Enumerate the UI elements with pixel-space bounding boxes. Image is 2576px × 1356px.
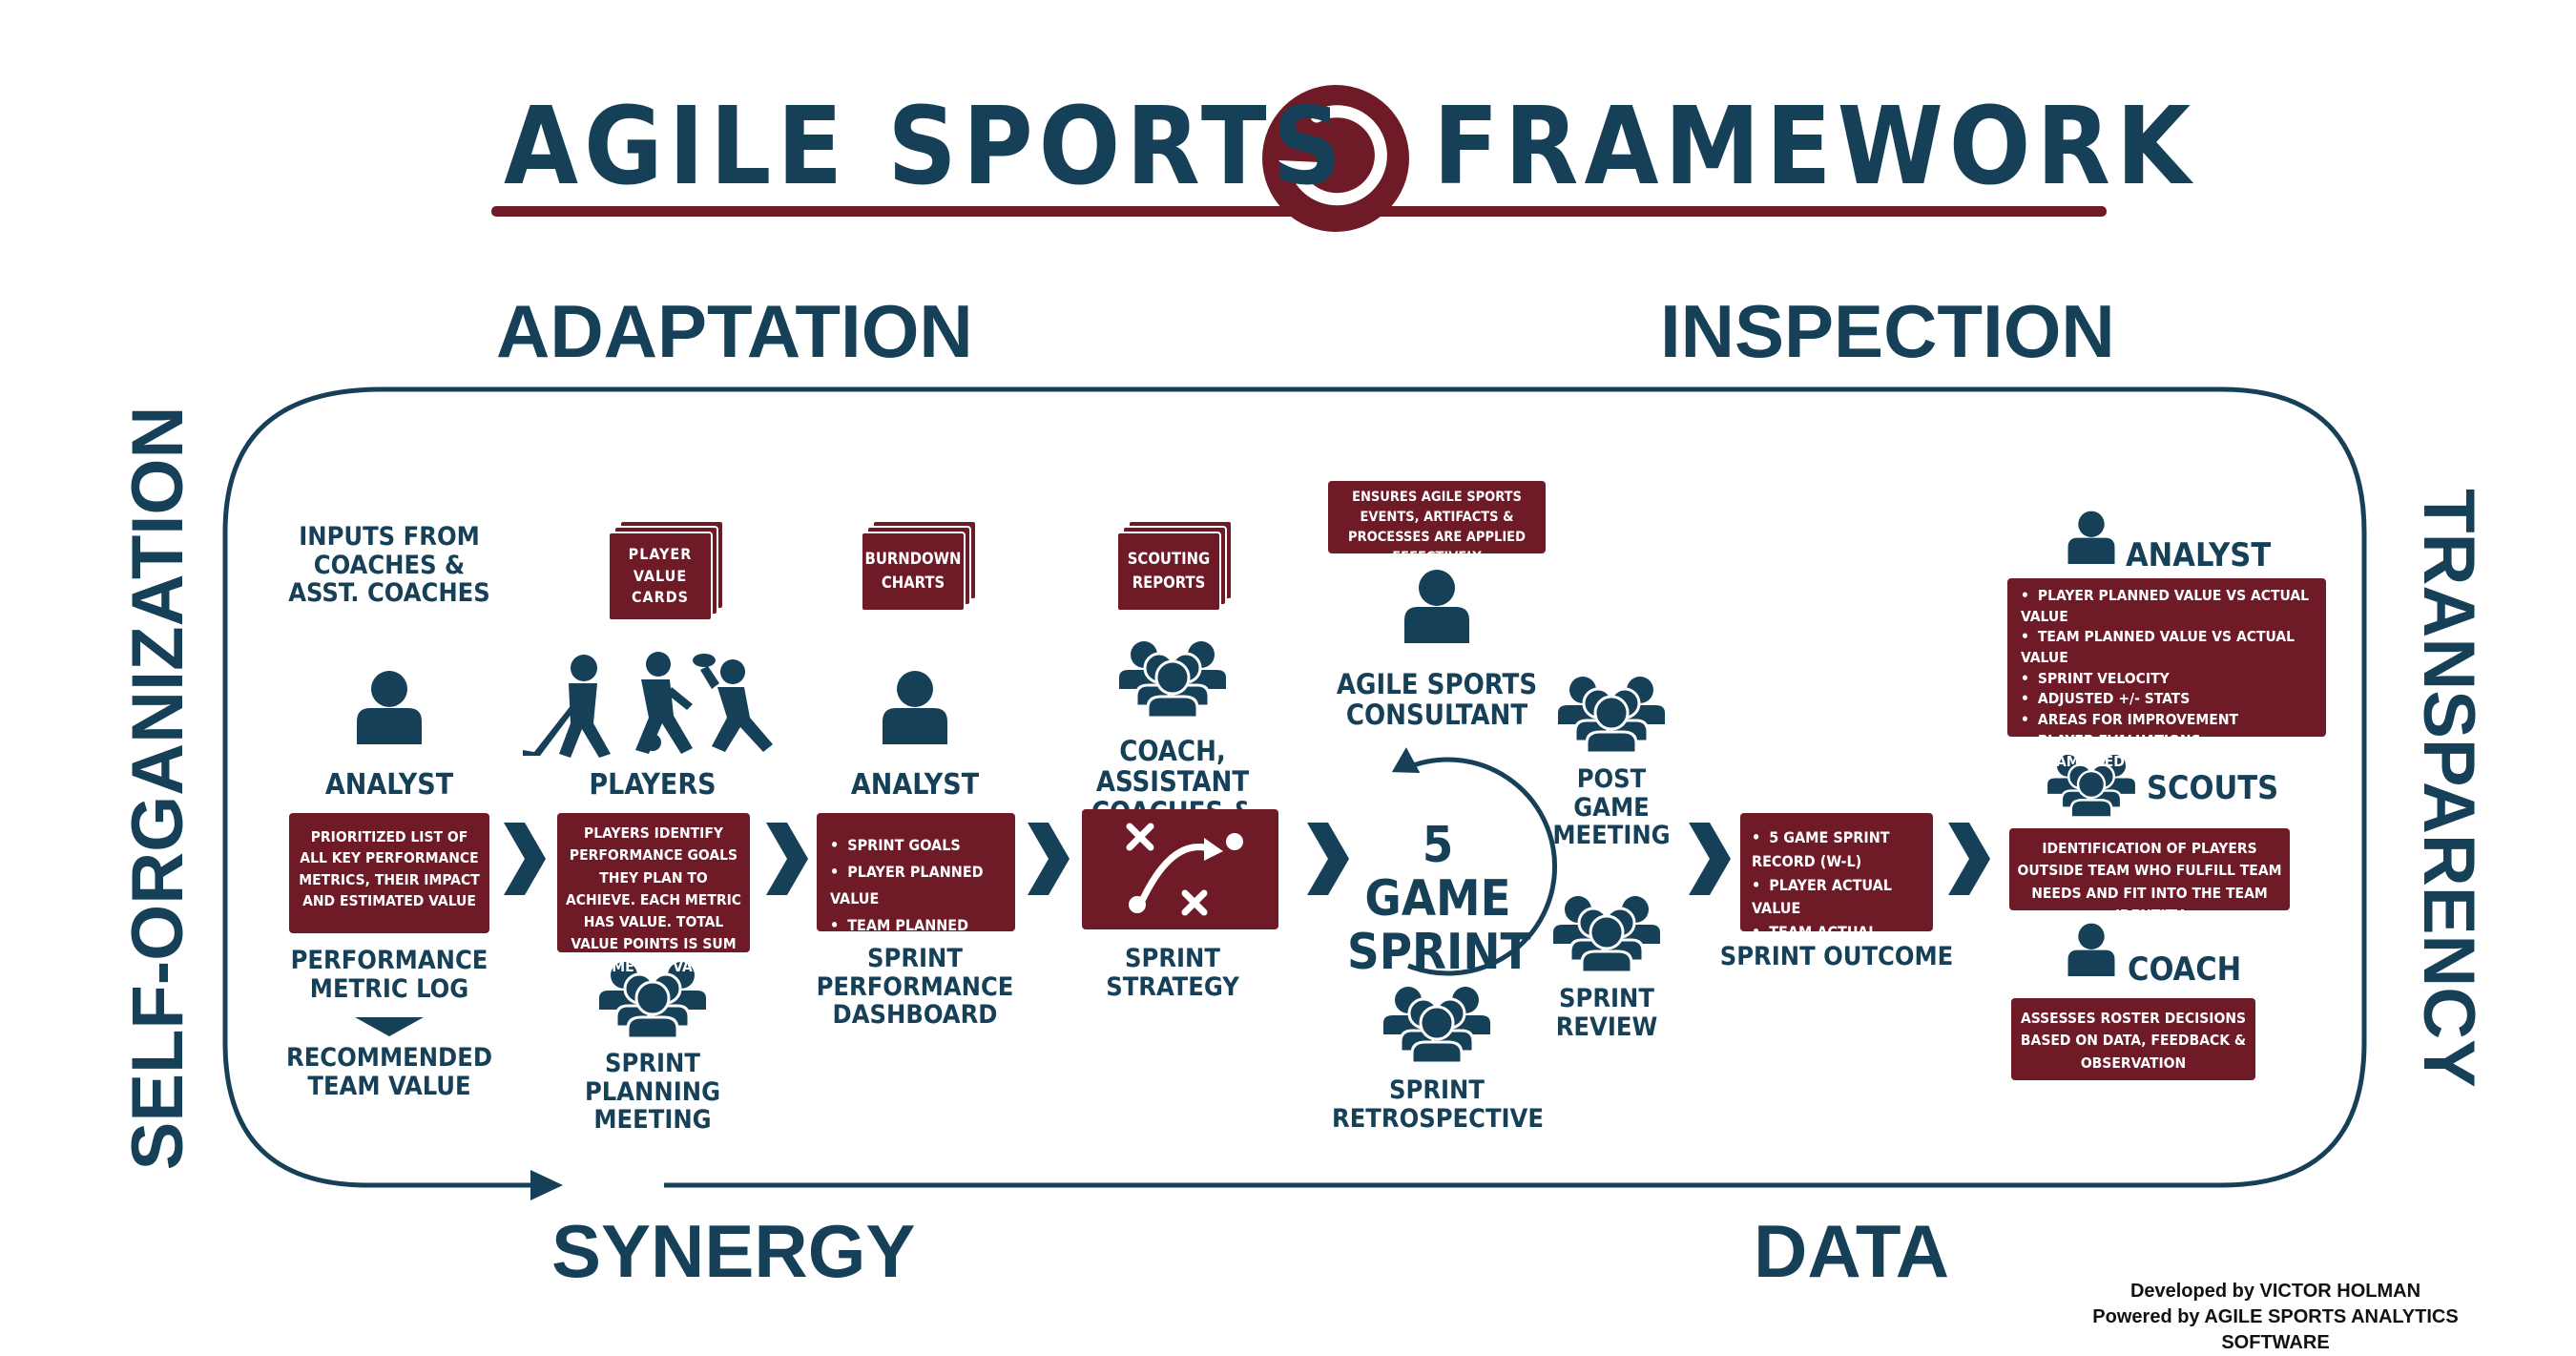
label-self-organization: SELF-ORGANIZATION bbox=[117, 406, 198, 1171]
review-group-icon bbox=[1551, 894, 1662, 974]
analyst-heading: ANALYST bbox=[2126, 536, 2272, 574]
analyst-item: PLAYER PLANNED VALUE VS ACTUAL VALUE bbox=[2021, 586, 2313, 627]
performance-metric-box: PRIORITIZED LIST OF ALL KEY PERFORMANCE … bbox=[289, 813, 489, 933]
scouting-reports-card: SCOUTING REPORTS bbox=[1127, 550, 1211, 592]
outcome-item: PLAYER ACTUAL VALUE bbox=[1752, 874, 1922, 922]
analyst-icon bbox=[883, 671, 947, 744]
label-inspection: INSPECTION bbox=[1660, 289, 2115, 373]
funnel-icon bbox=[355, 1017, 424, 1036]
players-role-label: PLAYERS bbox=[589, 768, 717, 802]
coach-box: ASSESSES ROSTER DECISIONS BASED ON DATA,… bbox=[2011, 998, 2255, 1080]
sprint-strategy-box bbox=[1082, 809, 1278, 929]
chevron-right-icon bbox=[1307, 823, 1349, 895]
label-data: DATA bbox=[1754, 1209, 1950, 1293]
consultant-note-box: ENSURES AGILE SPORTS EVENTS, ARTIFACTS &… bbox=[1328, 481, 1546, 565]
title-left: AGILE SPORTS bbox=[504, 85, 1348, 209]
analyst-item: PLAYER EVALUATIONS bbox=[2021, 731, 2313, 752]
player-goals-box: PLAYERS IDENTIFY PERFORMANCE GOALS THEY … bbox=[557, 813, 750, 975]
sprint-performance-dashboard-label: SPRINT PERFORMANCE DASHBOARD bbox=[816, 944, 1014, 1031]
sprint-outcome-box: 5 GAME SPRINT RECORD (W-L) PLAYER ACTUAL… bbox=[1740, 813, 1933, 965]
sprint-retrospective-label: SPRINT RETROSPECTIVE bbox=[1332, 1075, 1544, 1134]
performance-metric-log-label: PERFORMANCE METRIC LOG bbox=[290, 946, 488, 1004]
credit-powered-by: Powered by AGILE SPORTS ANALYTICS SOFTWA… bbox=[2092, 1306, 2459, 1353]
label-synergy: SYNERGY bbox=[551, 1209, 916, 1293]
agile-sports-consultant-label: AGILE SPORTS CONSULTANT bbox=[1336, 668, 1538, 731]
sprint-outcome-label: SPRINT OUTCOME bbox=[1719, 942, 1954, 971]
scouts-box: IDENTIFICATION OF PLAYERS OUTSIDE TEAM W… bbox=[2009, 828, 2290, 924]
analyst-icon bbox=[2067, 511, 2115, 565]
consultant-icon bbox=[1404, 570, 1469, 643]
chevron-right-icon bbox=[1689, 823, 1731, 895]
retro-group-icon bbox=[1381, 985, 1492, 1065]
play-diagram-icon bbox=[1126, 823, 1243, 916]
chevron-right-icon bbox=[1948, 823, 1990, 895]
recommended-team-value-label: RECOMMENDED TEAM VALUE bbox=[286, 1043, 492, 1101]
dashboard-item: SPRINT GOALS bbox=[830, 832, 1002, 859]
scouts-heading: SCOUTS bbox=[2147, 769, 2279, 807]
chevron-right-icon bbox=[504, 823, 546, 895]
coach-icon bbox=[2067, 923, 2115, 977]
analyst-box: PLAYER PLANNED VALUE VS ACTUAL VALUE TEA… bbox=[2007, 578, 2326, 770]
burndown-charts-card: BURNDOWN CHARTS bbox=[864, 550, 962, 592]
label-adaptation: ADAPTATION bbox=[496, 289, 973, 373]
credits: Developed by VICTOR HOLMAN Powered by AG… bbox=[2051, 1279, 2500, 1356]
coaches-group-icon bbox=[1117, 639, 1228, 720]
five-game-sprint-label: 5 GAME SPRINT bbox=[1347, 817, 1531, 982]
analyst-item: SPRINT VELOCITY bbox=[2021, 669, 2313, 690]
dashboard-item: TEAM PLANNED VALUE bbox=[830, 912, 1002, 966]
loop-outline bbox=[222, 386, 2367, 1188]
card-stack bbox=[608, 520, 1233, 621]
inputs-label: INPUTS FROM COACHES & ASST. COACHES bbox=[288, 522, 490, 609]
analyst-icon bbox=[357, 671, 422, 744]
analyst-item: TEAM PLANNED VALUE VS ACTUAL VALUE bbox=[2021, 627, 2313, 668]
sprint-strategy-label: SPRINT STRATEGY bbox=[1106, 944, 1239, 1002]
players-icon bbox=[523, 652, 773, 758]
outcome-item: 5 GAME SPRINT RECORD (W-L) bbox=[1752, 826, 1922, 874]
analyst-item: AREAS FOR IMPROVEMENT bbox=[2021, 710, 2313, 731]
analyst-role-label-2: ANALYST bbox=[850, 768, 980, 802]
postgame-group-icon bbox=[1556, 675, 1667, 755]
title-right: FRAMEWORK bbox=[1433, 85, 2197, 209]
logo-refresh-icon bbox=[1262, 85, 1409, 232]
chevron-right-icon bbox=[766, 823, 808, 895]
loop-arrowhead bbox=[530, 1170, 563, 1200]
analyst-item: TEAM NEEDS bbox=[2021, 752, 2313, 773]
credit-developed-by: Developed by VICTOR HOLMAN bbox=[2129, 1281, 2421, 1302]
sprint-cycle-arrow bbox=[1391, 747, 1558, 976]
post-game-meeting-label: POST GAME MEETING bbox=[1552, 764, 1671, 851]
label-transparency: TRANSPARENCY bbox=[2408, 489, 2489, 1088]
coach-heading: COACH bbox=[2128, 950, 2242, 989]
outcome-item: TEAM ACTUAL VALUE bbox=[1752, 921, 1922, 969]
sprint-planning-meeting-label: SPRINT PLANNING MEETING bbox=[584, 1049, 721, 1136]
player-value-cards-card: PLAYER VALUE CARDS bbox=[628, 545, 693, 607]
dashboard-box: SPRINT GOALS PLAYER PLANNED VALUE TEAM P… bbox=[817, 813, 1015, 961]
dashboard-item: PLAYER PLANNED VALUE bbox=[830, 859, 1002, 912]
analyst-role-label: ANALYST bbox=[324, 768, 454, 802]
sprint-review-label: SPRINT REVIEW bbox=[1555, 984, 1658, 1042]
analyst-item: ADJUSTED +/- STATS bbox=[2021, 689, 2313, 710]
